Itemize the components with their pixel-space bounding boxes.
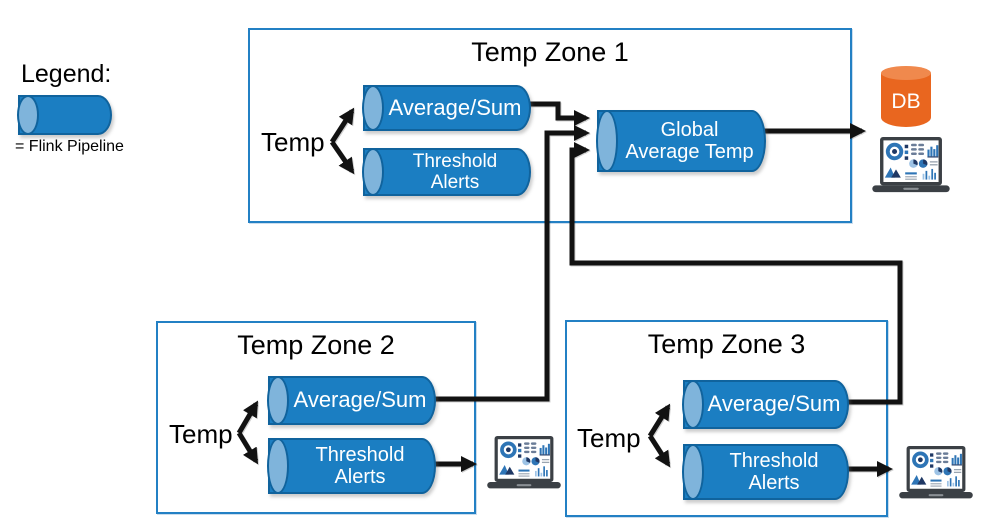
pipeline-label: Threshold Alerts bbox=[412, 150, 498, 193]
pipeline-zone3-threshold-alerts: Threshold Alerts bbox=[682, 444, 849, 500]
cylinder-cap-icon bbox=[17, 95, 39, 135]
flink-pipeline-legend-icon bbox=[17, 95, 112, 135]
pipeline-zone2-threshold-alerts: Threshold Alerts bbox=[267, 438, 436, 494]
pipeline-label: Threshold Alerts bbox=[729, 449, 819, 494]
cylinder-cap-icon bbox=[267, 376, 289, 425]
pipeline-label: Average/Sum bbox=[707, 391, 841, 417]
legend-caption: = Flink Pipeline bbox=[15, 138, 124, 155]
cylinder-cap-icon bbox=[267, 438, 289, 494]
legend-title: Legend: bbox=[21, 60, 112, 88]
pipeline-zone1-average-sum: Average/Sum bbox=[362, 85, 531, 131]
dashboard-laptop-icon bbox=[894, 446, 978, 503]
dashboard-laptop-icon bbox=[866, 137, 956, 197]
pipeline-label: Average/Sum bbox=[388, 94, 522, 120]
zone-box-temp-zone-2: Temp Zone 2 bbox=[156, 321, 476, 514]
zone1-temp-source-label: Temp bbox=[261, 127, 325, 157]
cylinder-cap-icon bbox=[682, 444, 704, 500]
cylinder-cap-icon bbox=[362, 148, 384, 196]
pipeline-zone2-average-sum: Average/Sum bbox=[267, 376, 436, 425]
zone1-title: Temp Zone 1 bbox=[471, 37, 629, 67]
cylinder-cap-icon bbox=[362, 85, 384, 131]
pipeline-label: Global Average Temp bbox=[625, 118, 754, 163]
pipeline-zone1-threshold-alerts: Threshold Alerts bbox=[362, 148, 531, 196]
zone3-title: Temp Zone 3 bbox=[647, 329, 806, 359]
zone2-title: Temp Zone 2 bbox=[237, 330, 395, 360]
pipeline-label: Threshold Alerts bbox=[315, 443, 405, 488]
dashboard-laptop-icon bbox=[483, 436, 565, 493]
database-icon: DB bbox=[881, 66, 931, 127]
pipeline-global-average-temp: Global Average Temp bbox=[596, 110, 766, 172]
pipeline-zone3-average-sum: Average/Sum bbox=[682, 380, 849, 429]
database-label: DB bbox=[891, 90, 921, 113]
zone2-temp-source-label: Temp bbox=[169, 419, 233, 449]
pipeline-label: Average/Sum bbox=[293, 387, 427, 413]
zone3-temp-source-label: Temp bbox=[577, 423, 641, 453]
